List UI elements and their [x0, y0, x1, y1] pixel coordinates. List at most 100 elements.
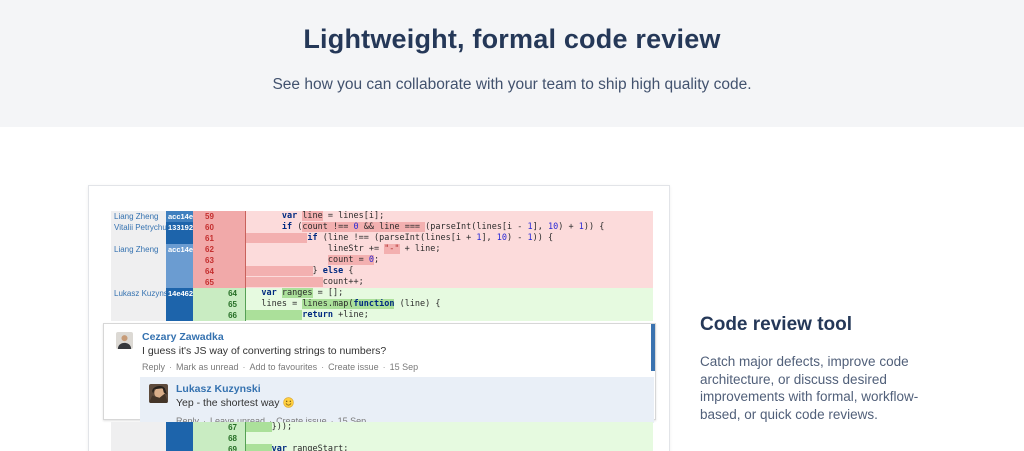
diff-row: Lukasz Kuzynski14e462d64 var ranges = []…: [111, 288, 653, 299]
diff-row: 68: [111, 433, 653, 444]
avatar[interactable]: [149, 384, 168, 403]
avatar[interactable]: [116, 332, 133, 349]
feature-heading: Code review tool: [700, 314, 853, 335]
comment-date: 15 Sep: [389, 362, 419, 372]
diff-row: Vitalii Petrychuk133192360 if (count !==…: [111, 222, 653, 233]
code-line: var rangeStart;: [245, 444, 653, 451]
comment-action-link[interactable]: Create issue: [328, 362, 379, 372]
line-number[interactable]: 68: [193, 433, 245, 444]
commit-cell: [166, 310, 193, 321]
diff-row: 65 count++;: [111, 277, 653, 288]
line-number[interactable]: 62: [193, 244, 245, 255]
action-separator: ·: [169, 362, 173, 372]
page-title: Lightweight, formal code review: [303, 24, 721, 54]
comment-actions: Reply·Mark as unread·Add to favourites·C…: [142, 362, 643, 372]
comment-text: Yep - the shortest way: [176, 397, 646, 411]
diff-row: 65 lines = lines.map(function (line) {: [111, 299, 653, 310]
blame-author-link[interactable]: Liang Zheng: [111, 211, 166, 222]
commit-cell: [166, 422, 193, 433]
code-line: if (count !== 0 && line === (parseInt(li…: [245, 222, 653, 233]
line-number[interactable]: 69: [193, 444, 245, 451]
line-number[interactable]: 66: [193, 310, 245, 321]
line-number[interactable]: 67: [193, 422, 245, 433]
commit-hash-link[interactable]: acc14ed: [166, 211, 193, 222]
comment-action-link[interactable]: Leave unread: [210, 416, 266, 426]
commit-cell: [166, 233, 193, 244]
page-subtitle: See how you can collaborate with your te…: [272, 76, 752, 93]
line-number[interactable]: 64: [193, 288, 245, 299]
code-line: [245, 433, 653, 444]
smiley-emoji-icon: [282, 397, 294, 411]
code-line: if (line !== (parseInt(lines[i + 1], 10)…: [245, 233, 653, 244]
action-separator: ·: [269, 416, 273, 426]
code-line: count++;: [245, 277, 653, 288]
diff-row: 66 return +line;: [111, 310, 653, 321]
action-separator: ·: [242, 362, 246, 372]
blame-author-link[interactable]: Liang Zheng: [111, 244, 166, 255]
diff-row: 64 } else {: [111, 266, 653, 277]
commit-cell: [166, 299, 193, 310]
blame-author-cell: [111, 233, 166, 244]
comment-text: I guess it's JS way of converting string…: [142, 345, 387, 357]
comment-action-link[interactable]: Add to favourites: [249, 362, 318, 372]
comment: Cezary Zawadka I guess it's JS way of co…: [104, 324, 655, 377]
line-number[interactable]: 59: [193, 211, 245, 222]
code-line: var line = lines[i];: [245, 211, 653, 222]
feature-body: Catch major defects, improve code archit…: [700, 354, 919, 422]
comment-actions: Reply·Leave unread·Create issue·15 Sep: [176, 416, 646, 426]
hero-section: Lightweight, formal code review See how …: [0, 0, 1024, 127]
blame-author-link[interactable]: Vitalii Petrychuk: [111, 222, 166, 233]
code-line: var ranges = [];: [245, 288, 653, 299]
commit-hash-link[interactable]: 1331923: [166, 222, 193, 233]
code-line: lineStr += "-" + line;: [245, 244, 653, 255]
commit-cell: [166, 444, 193, 451]
action-separator: ·: [382, 362, 386, 372]
commit-hash-link[interactable]: 14e462d: [166, 288, 193, 299]
line-number[interactable]: 61: [193, 233, 245, 244]
blame-author-cell: [111, 422, 166, 433]
comment-thread: Cezary Zawadka I guess it's JS way of co…: [103, 323, 656, 426]
commit-cell: [166, 433, 193, 444]
blame-author-cell: [111, 277, 166, 288]
line-number[interactable]: 63: [193, 255, 245, 266]
commit-cell: [166, 266, 193, 277]
blame-author-cell: [111, 255, 166, 266]
unread-indicator: [651, 324, 655, 371]
diff-row: 67 }));: [111, 422, 653, 433]
code-review-screenshot-card: Liang Zhengacc14ed59 var line = lines[i]…: [88, 185, 670, 451]
comment-action-link[interactable]: Reply: [176, 416, 200, 426]
code-line: } else {: [245, 266, 653, 277]
diff-row: Liang Zhengacc14ed59 var line = lines[i]…: [111, 211, 653, 222]
comment-action-link[interactable]: Create issue: [276, 416, 327, 426]
feature-description: Code review tool Catch major defects, im…: [700, 314, 940, 423]
line-number[interactable]: 65: [193, 277, 245, 288]
action-separator: ·: [203, 416, 207, 426]
commit-hash-link[interactable]: acc14ed: [166, 244, 193, 255]
blame-author-cell: [111, 266, 166, 277]
comment-action-link[interactable]: Mark as unread: [176, 362, 239, 372]
action-separator: ·: [330, 416, 334, 426]
diff-row: Liang Zhengacc14ed62 lineStr += "-" + li…: [111, 244, 653, 255]
comment-author-link[interactable]: Cezary Zawadka: [142, 331, 224, 343]
code-line: return +line;: [245, 310, 653, 321]
blame-author-cell: [111, 433, 166, 444]
code-line: lines = lines.map(function (line) {: [245, 299, 653, 310]
diff-row: 63 count = 0;: [111, 255, 653, 266]
commit-cell: [166, 277, 193, 288]
diff-row: 69 var rangeStart;: [111, 444, 653, 451]
diff-row: 61 if (line !== (parseInt(lines[i + 1], …: [111, 233, 653, 244]
comment-action-link[interactable]: Reply: [142, 362, 166, 372]
line-number[interactable]: 65: [193, 299, 245, 310]
blame-author-cell: [111, 299, 166, 310]
comment-reply: Lukasz Kuzynski Yep - the shortest way R…: [140, 377, 654, 426]
line-number[interactable]: 64: [193, 266, 245, 277]
commit-cell: [166, 255, 193, 266]
code-line: count = 0;: [245, 255, 653, 266]
blame-author-cell: [111, 444, 166, 451]
blame-author-cell: [111, 310, 166, 321]
comment-date: 15 Sep: [337, 416, 367, 426]
blame-author-link[interactable]: Lukasz Kuzynski: [111, 288, 166, 299]
comment-author-link[interactable]: Lukasz Kuzynski: [176, 383, 261, 395]
line-number[interactable]: 60: [193, 222, 245, 233]
